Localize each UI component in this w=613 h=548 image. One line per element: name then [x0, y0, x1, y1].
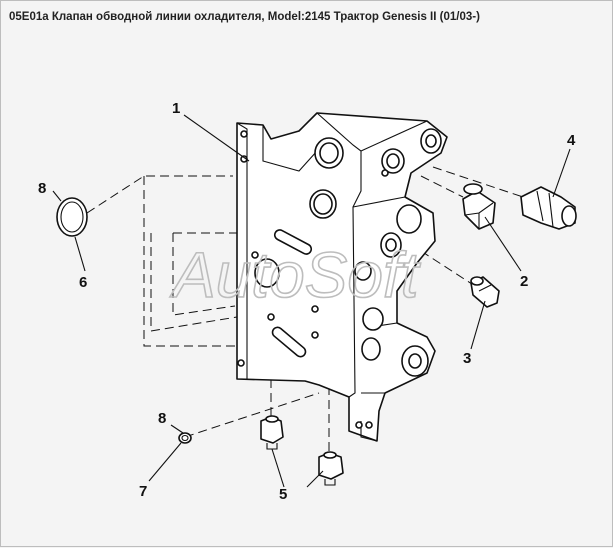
leader-lines: [52, 114, 571, 488]
callout-7: 7: [139, 483, 147, 500]
callout-6: 6: [79, 274, 87, 291]
elbow-fitting: [462, 183, 496, 230]
o-ring: [56, 197, 88, 237]
callout-2: 2: [520, 273, 528, 290]
valve-body: [236, 112, 448, 442]
small-washer: [178, 432, 192, 444]
assembly-lines: [86, 166, 524, 453]
watermark: AutoSoft: [169, 239, 421, 311]
nipple-fitting: [470, 276, 500, 308]
callout-3: 3: [463, 350, 471, 367]
plug-fitting-lower: [318, 451, 344, 486]
connector-fitting: [520, 186, 577, 230]
callout-8-lower: 8: [158, 410, 166, 427]
callout-1: 1: [172, 100, 180, 117]
callout-5: 5: [279, 486, 287, 503]
diagram-title: 05E01a Клапан обводной линии охладителя,…: [9, 11, 480, 23]
plug-fitting-upper: [260, 415, 284, 450]
callout-4: 4: [567, 132, 576, 149]
callout-8-upper: 8: [38, 180, 46, 197]
